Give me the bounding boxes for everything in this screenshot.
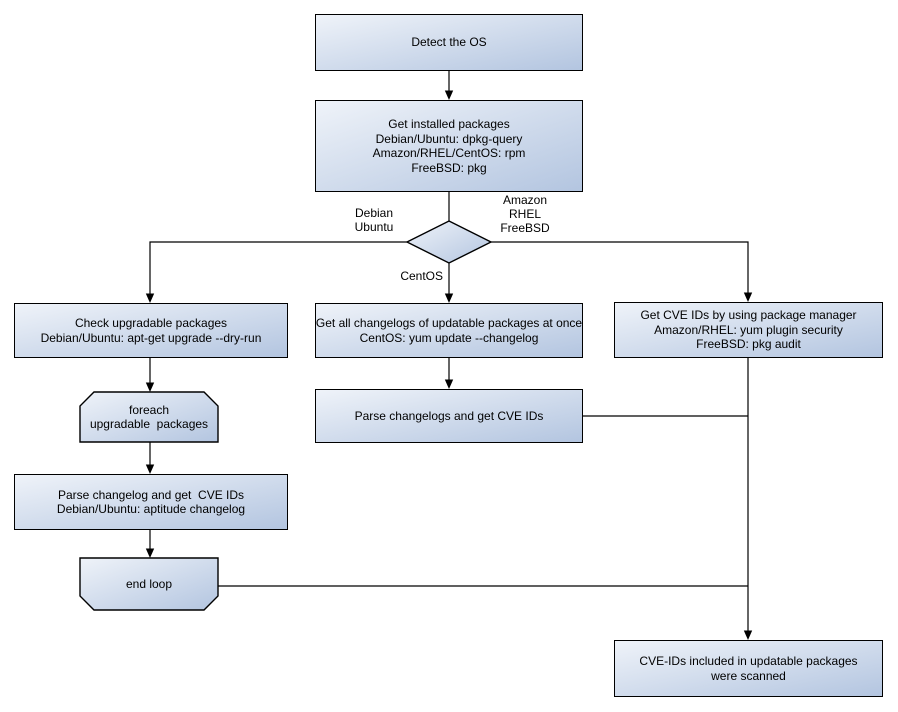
edge-label-amazon-rhel-freebsd: Amazon RHEL FreeBSD: [485, 193, 565, 235]
arrowhead-icon: [145, 464, 155, 474]
arrowhead-icon: [145, 293, 155, 303]
node-text: end loop: [125, 576, 173, 591]
arrowhead-icon: [444, 379, 454, 389]
node-text: were scanned: [711, 668, 786, 683]
arrowhead-icon: [145, 548, 155, 558]
edge-label-text: CentOS: [400, 269, 443, 283]
arrowhead-icon: [444, 293, 454, 303]
edge-label-text: RHEL: [508, 207, 541, 221]
node-text: Debian/Ubuntu: aptitude changelog: [56, 502, 246, 516]
node-get-all-changelogs: Get all changelogs of updatable packages…: [315, 303, 583, 358]
node-detect-os: Detect the OS: [315, 14, 583, 71]
node-text: Debian/Ubuntu: apt-get upgrade --dry-run: [40, 330, 262, 345]
node-end-loop-label: end loop: [80, 558, 218, 610]
edge-label-text: Ubuntu: [354, 220, 394, 234]
node-text: FreeBSD: pkg audit: [696, 337, 801, 352]
node-text: Debian/Ubuntu: dpkg-query: [375, 131, 523, 146]
node-text: Check upgradable packages: [74, 316, 228, 330]
edge-label-debian-ubuntu: Debian Ubuntu: [334, 206, 414, 234]
node-text: foreach: [128, 402, 170, 417]
node-scanned-result: CVE-IDs included in updatable packages w…: [614, 640, 883, 697]
edge-label-centos: CentOS: [383, 269, 443, 283]
arrowhead-icon: [444, 90, 454, 100]
node-text: Get all changelogs of updatable packages…: [315, 316, 583, 330]
node-text: Parse changelogs and get CVE IDs: [354, 408, 544, 423]
node-text: Parse changelog and get CVE IDs: [57, 487, 245, 502]
node-parse-changelogs-centos: Parse changelogs and get CVE IDs: [315, 389, 583, 443]
connector-decision-to-check-upgradable: [149, 241, 407, 294]
node-os-decision-diamond: [405, 220, 493, 264]
node-text: CentOS: yum update --changelog: [359, 330, 539, 345]
node-text: FreeBSD: pkg: [411, 160, 487, 175]
edge-label-text: Amazon: [502, 193, 548, 207]
edge-label-text: FreeBSD: [500, 221, 550, 235]
node-foreach-label: foreach upgradable packages: [80, 392, 218, 442]
node-text: CVE-IDs included in updatable packages: [639, 654, 858, 668]
node-parse-changelog-debian: Parse changelog and get CVE IDs Debian/U…: [14, 474, 288, 530]
node-text: Amazon/RHEL: yum plugin security: [654, 322, 843, 337]
node-text: Get installed packages: [388, 117, 510, 131]
arrowhead-icon: [145, 382, 155, 392]
node-get-cve-by-package-manager: Get CVE IDs by using package manager Ama…: [614, 302, 883, 358]
node-text: Get CVE IDs by using package manager: [640, 308, 857, 323]
edge-label-text: Debian: [354, 206, 394, 220]
node-text: Detect the OS: [411, 35, 487, 50]
node-text: upgradable packages: [89, 417, 209, 431]
node-text: Amazon/RHEL/CentOS: rpm: [372, 146, 526, 160]
node-get-installed-packages: Get installed packages Debian/Ubuntu: dp…: [315, 100, 583, 192]
arrowhead-icon: [743, 292, 753, 302]
connector-decision-to-get-cve: [491, 241, 749, 293]
node-check-upgradable: Check upgradable packages Debian/Ubuntu:…: [14, 303, 288, 358]
arrowhead-icon: [743, 630, 753, 640]
